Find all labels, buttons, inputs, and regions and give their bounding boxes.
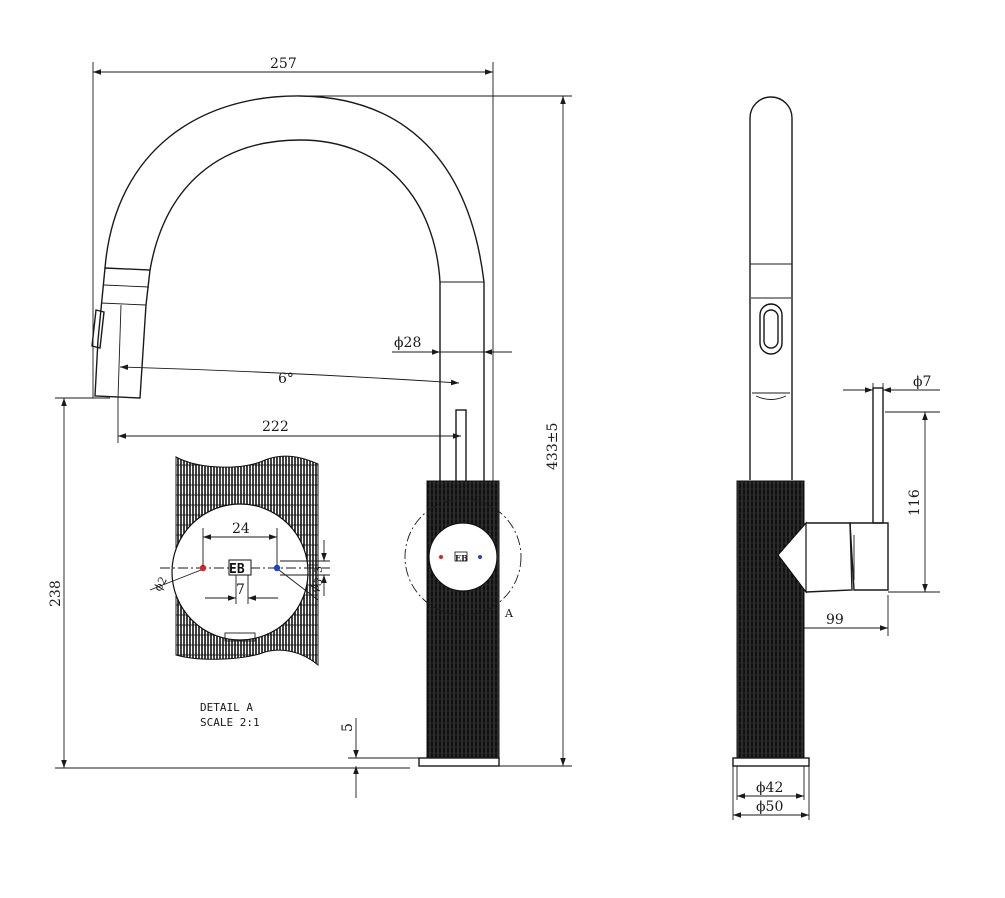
side-spout bbox=[749, 96, 793, 480]
spray-head bbox=[91, 267, 151, 399]
base-plate-front bbox=[418, 757, 500, 767]
dim-phi42: ϕ42 bbox=[756, 780, 783, 796]
front-view: EB A 257 433±5 ϕ28 6° bbox=[48, 56, 572, 798]
dim-base-height: 238 bbox=[48, 397, 410, 769]
hot-dot bbox=[199, 564, 207, 572]
dim-phi28: ϕ28 bbox=[394, 335, 421, 351]
dim-total-height: 433±5 bbox=[300, 95, 572, 767]
logo: EB bbox=[229, 562, 245, 577]
logo-box bbox=[228, 559, 252, 576]
spout-arc bbox=[104, 95, 485, 283]
cold-dot-small bbox=[478, 555, 482, 559]
logo-small-text: EB bbox=[455, 553, 468, 563]
spray-button bbox=[759, 303, 783, 355]
side-view: ϕ7 116 99 ϕ42 ϕ50 bbox=[732, 96, 940, 820]
base-plate-side bbox=[732, 757, 810, 767]
detail-a: EB 24 7 3 ϕ2 ϕ3 DETAIL A SCALE 2:1 bbox=[149, 455, 330, 729]
dim-99: 99 bbox=[826, 612, 844, 628]
detail-dot-left: ϕ2 bbox=[151, 574, 170, 593]
dim-238: 238 bbox=[48, 580, 64, 607]
dim-base-plate: 5 bbox=[340, 718, 419, 798]
dim-116: 116 bbox=[907, 489, 923, 516]
dim-222: 222 bbox=[262, 419, 289, 435]
dim-reach: 222 bbox=[117, 398, 461, 443]
dim-phi50: ϕ50 bbox=[756, 799, 783, 815]
detail-dim-3: 3 bbox=[312, 566, 325, 573]
dim-257: 257 bbox=[270, 56, 297, 72]
body-side bbox=[736, 480, 805, 759]
cold-dot bbox=[273, 564, 281, 572]
detail-dim-7: 7 bbox=[236, 582, 245, 598]
detail-scale: SCALE 2:1 bbox=[200, 716, 260, 729]
dim-433: 433±5 bbox=[545, 423, 561, 470]
side-handle bbox=[777, 387, 889, 594]
detail-dim-24: 24 bbox=[232, 521, 250, 537]
dim-phi7: ϕ7 bbox=[913, 374, 931, 390]
dim-spout-angle: 6° bbox=[119, 364, 460, 387]
spout-arc-inner bbox=[149, 139, 441, 283]
dim-5: 5 bbox=[340, 723, 356, 732]
logo-small bbox=[454, 551, 468, 562]
detail-circle-marker bbox=[404, 498, 522, 616]
detail-title: DETAIL A bbox=[200, 701, 253, 714]
dim-6deg: 6° bbox=[278, 371, 294, 387]
dim-spout-diameter: ϕ28 bbox=[392, 335, 512, 355]
dim-overall-width: 257 bbox=[92, 56, 494, 481]
lever-side bbox=[872, 387, 884, 524]
detail-dot-right: ϕ3 bbox=[307, 575, 326, 594]
hot-dot-small bbox=[439, 555, 443, 559]
detail-marker-label: A bbox=[504, 607, 514, 620]
